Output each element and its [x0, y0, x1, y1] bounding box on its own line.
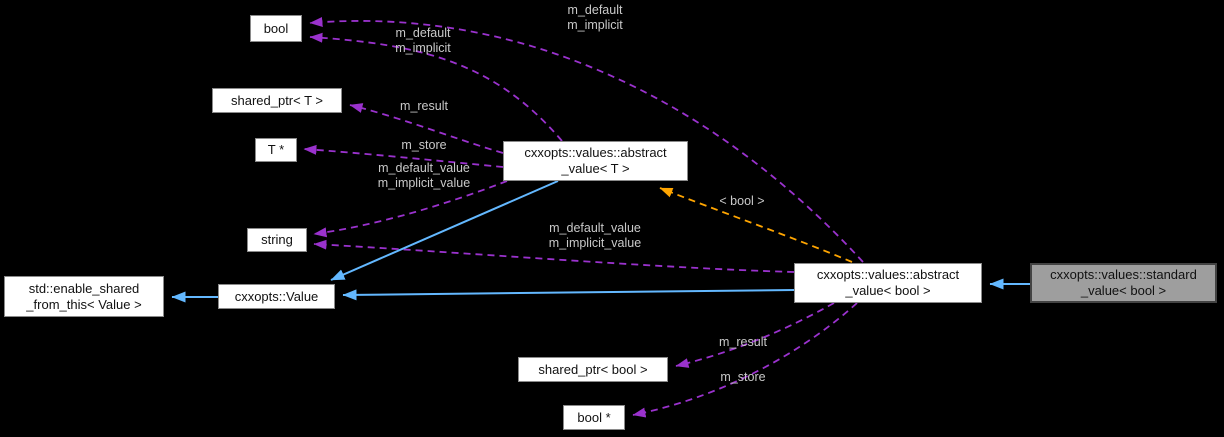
edge-abstract-bool-to-abstract-t: [659, 187, 853, 263]
edge-label-m-default-value-m-implicit-value: m_default_value m_implicit_value: [377, 161, 471, 190]
edge-abstract-bool-to-bool-ptr: [632, 302, 858, 418]
node-label: bool: [263, 20, 289, 36]
edge-label-m-store: m_store: [401, 138, 447, 152]
node-label: _value< bool >: [845, 283, 931, 298]
node-label: cxxopts::values::abstract: [816, 267, 960, 283]
edge-abstract-t-to-string: [313, 180, 508, 238]
edge-label-m-store: m_store: [720, 370, 766, 384]
edge-label-m-default-value-m-implicit-value: m_default_value m_implicit_value: [548, 221, 642, 250]
node-abstract-value-bool[interactable]: cxxopts::values::abstract _value< bool >: [794, 263, 982, 303]
edge-abstract-bool-to-shared-ptr-bool: [675, 302, 835, 368]
node-bool-ptr[interactable]: bool *: [563, 405, 625, 430]
node-shared-ptr-t[interactable]: shared_ptr< T >: [212, 88, 342, 113]
node-label: string: [261, 232, 293, 248]
node-string[interactable]: string: [247, 228, 307, 252]
node-enable-shared-from-this[interactable]: std::enable_shared _from_this< Value >: [4, 276, 164, 317]
edge-abstract-t-to-t-ptr: [303, 144, 504, 168]
node-label: bool *: [577, 409, 611, 425]
edge-abstract-t-to-shared-ptr-t: [349, 103, 504, 154]
node-bool[interactable]: bool: [250, 15, 302, 42]
edge-abstract-t-to-value: [330, 180, 559, 281]
node-standard-value-bool-current: cxxopts::values::standard _value< bool >: [1030, 263, 1217, 303]
node-shared-ptr-bool[interactable]: shared_ptr< bool >: [518, 357, 668, 382]
edge-label-m-default-m-implicit: m_default m_implicit: [567, 3, 623, 32]
node-label: cxxopts::values::abstract: [524, 145, 667, 161]
node-label: cxxopts::values::standard: [1050, 267, 1197, 283]
node-label: shared_ptr< T >: [230, 92, 324, 108]
edge-abstract-bool-to-value: [342, 289, 795, 301]
node-label: _from_this< Value >: [26, 296, 142, 312]
node-label: cxxopts::Value: [234, 288, 319, 304]
node-label: shared_ptr< bool >: [538, 361, 648, 377]
edge-label-m-result: m_result: [719, 335, 767, 349]
edge-label-m-default-m-implicit: m_default m_implicit: [395, 26, 451, 55]
node-t-ptr[interactable]: T *: [255, 138, 297, 162]
edge-abstract-t-to-bool: [309, 32, 563, 142]
node-cxxopts-value[interactable]: cxxopts::Value: [218, 284, 335, 309]
node-abstract-value-t[interactable]: cxxopts::values::abstract _value< T >: [503, 141, 688, 181]
node-label: std::enable_shared: [28, 280, 140, 296]
edge-label-template-args-bool: < bool >: [719, 194, 765, 208]
node-label: _value< T >: [561, 161, 630, 176]
node-label: T *: [267, 142, 285, 158]
node-label: _value< bool >: [1080, 283, 1167, 298]
edge-label-m-result: m_result: [400, 99, 448, 113]
